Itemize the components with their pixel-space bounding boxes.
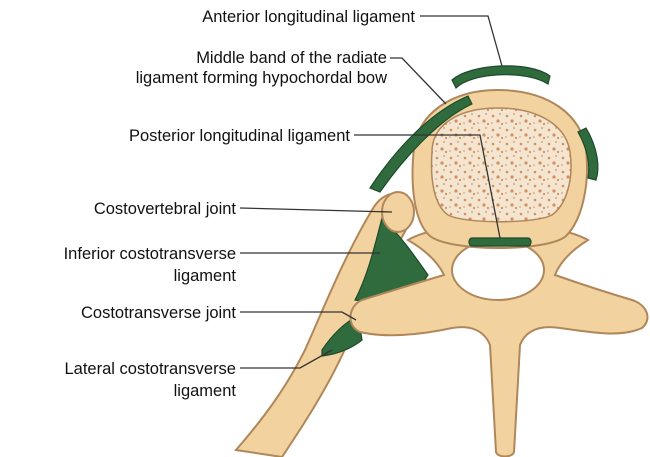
leader-anterior (420, 16, 502, 66)
label-inferior-costotransverse-line1: Inferior costotransverse (64, 245, 236, 263)
label-posterior-longitudinal-ligament: Posterior longitudinal ligament (129, 127, 350, 145)
label-lateral-costotransverse-line1: Lateral costotransverse (64, 360, 236, 378)
label-lateral-costotransverse-line2: ligament (174, 382, 237, 400)
posterior-longitudinal-ligament (469, 238, 531, 246)
label-anterior-longitudinal-ligament: Anterior longitudinal ligament (202, 8, 415, 26)
anterior-longitudinal-ligament (452, 66, 550, 88)
label-inferior-costotransverse-line2: ligament (174, 267, 237, 285)
label-radiate-line1: Middle band of the radiate (196, 49, 387, 67)
cancellous-speckle (432, 108, 572, 222)
label-costotransverse-joint: Costotransverse joint (81, 304, 236, 322)
label-radiate-line2: ligament forming hypochordal bow (136, 69, 387, 87)
vertebral-foramen (452, 240, 544, 300)
label-costovertebral-joint: Costovertebral joint (94, 200, 237, 218)
leader-costovertebral (240, 208, 392, 212)
leader-radiate (390, 58, 446, 104)
